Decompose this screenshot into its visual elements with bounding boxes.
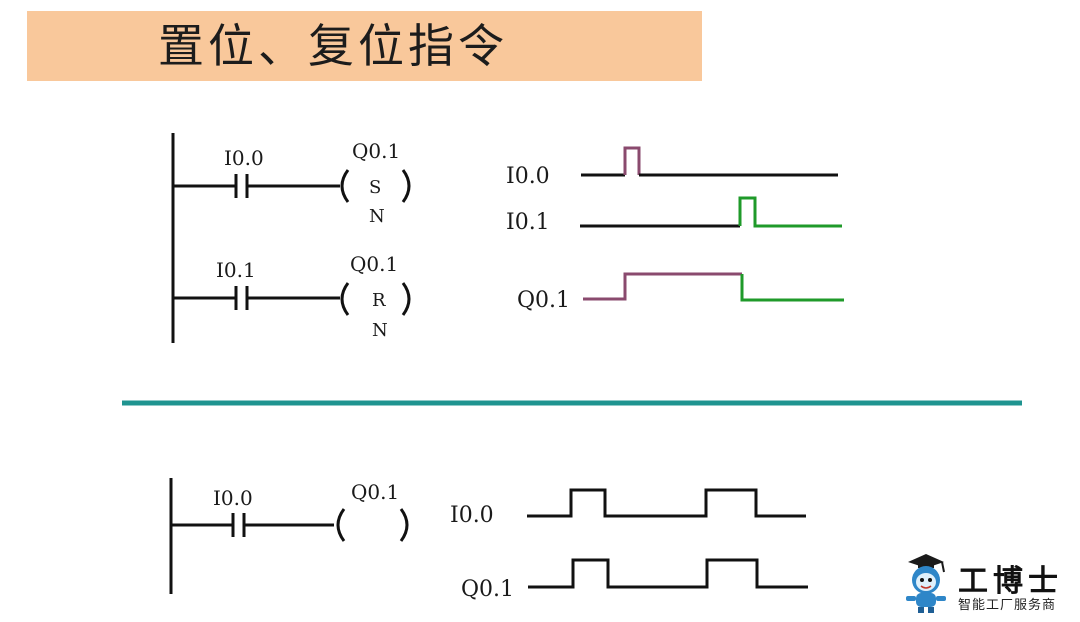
rung-2-instruction: R [372,290,386,311]
rung-1-instruction: S [369,177,381,198]
rung-2-coil-left [340,282,350,316]
rung-1-coil-right [401,169,411,203]
rung-3-coil-left [336,508,346,542]
wave-top-i00-pulse [623,146,641,175]
wave-top-i01-pulse [738,196,842,228]
wave-top-q01-reset [740,274,844,302]
wave-bottom-q01 [528,558,808,589]
rung-2-coil-right [401,282,411,316]
logo-name: 工博士 [958,564,1063,599]
title-band [27,11,702,81]
page-title: 置位、复位指令 [158,19,508,73]
rung-3-coil-label: Q0.1 [351,480,399,504]
timing-top-label-q01: Q0.1 [517,288,570,313]
rung-1-coil-left [340,169,350,203]
mascot-icon [906,554,946,613]
normal-ladder [169,478,409,594]
timing-top-label-i00: I0.0 [506,164,550,189]
wave-bottom-i00 [527,488,806,518]
rung-3-contact-label: I0.0 [213,486,253,510]
logo-slogan: 智能工厂服务商 [958,598,1057,613]
timing-top-waveforms [580,146,844,302]
rung-2-coil-label: Q0.1 [350,252,398,276]
rung-1-contact-label: I0.0 [224,146,264,170]
rung-2-contact-label: I0.1 [216,258,256,282]
timing-bottom-label-q01: Q0.1 [461,577,514,602]
rung-1-count: N [369,206,385,227]
set-reset-ladder [171,133,411,343]
rung-3-coil-right [399,508,409,542]
wave-top-q01-set [583,272,742,301]
rung-1-coil-label: Q0.1 [352,139,400,163]
timing-bottom-waveforms [527,488,808,589]
timing-top-label-i01: I0.1 [506,210,550,235]
timing-bottom-label-i00: I0.0 [450,503,494,528]
rung-2-count: N [372,320,388,341]
